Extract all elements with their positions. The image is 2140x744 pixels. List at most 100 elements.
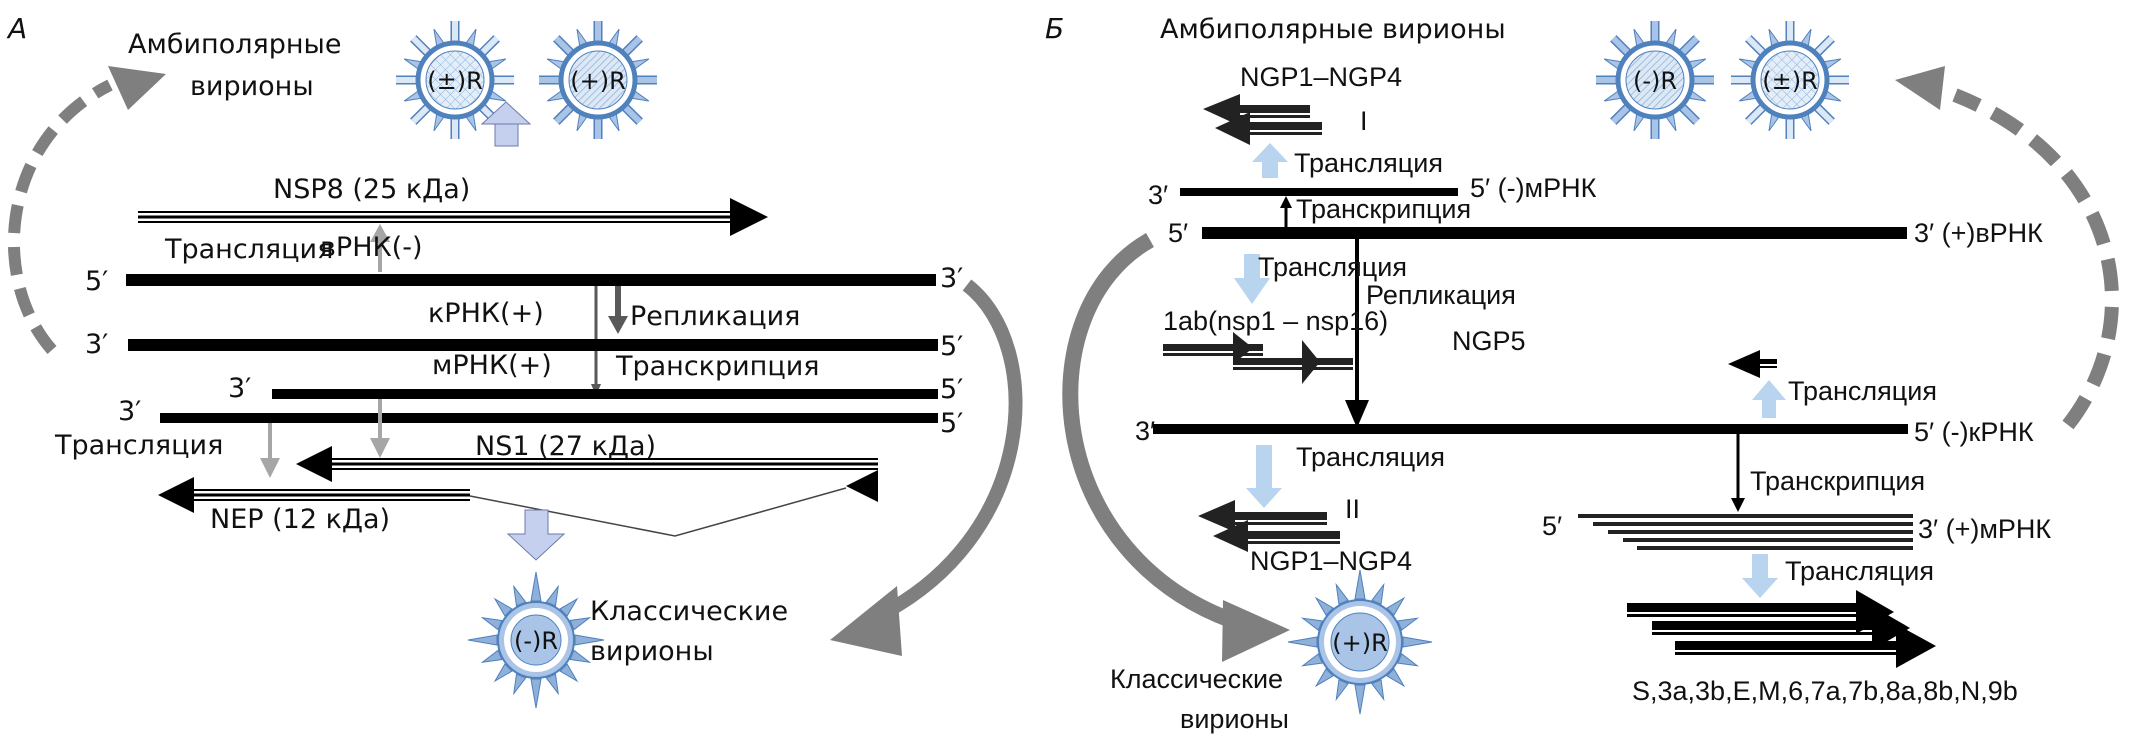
- virion-spike-fill: [1680, 36, 1699, 55]
- roman-one: I: [1360, 106, 1368, 136]
- virion-spike: [530, 571, 542, 602]
- virion-ambipolar-pm: (±)R: [1731, 21, 1849, 139]
- translation-down-arrowhead-1: [260, 458, 280, 478]
- virion-spike: [1287, 636, 1318, 648]
- ngp-bottom-arrows: [1198, 500, 1340, 552]
- panel-a-label: А: [6, 12, 27, 45]
- ngp5-label: NGP5: [1452, 326, 1526, 356]
- virion-spike-fill: [1746, 105, 1765, 124]
- nep-label: NEP (12 кДа): [210, 504, 390, 535]
- mrna1-3prime: 3′: [228, 373, 251, 404]
- ngp-top-label: NGP1–NGP4: [1240, 62, 1402, 92]
- ngp-bottom-label: NGP1–NGP4: [1250, 546, 1412, 576]
- virion-spike: [545, 673, 559, 696]
- translation-down-arrow-mid: [1234, 254, 1270, 304]
- arrow-to-ambipolar: [480, 101, 532, 147]
- virion-label: (±)R: [1762, 67, 1818, 95]
- virion-core: [425, 50, 485, 110]
- virion-spike: [480, 649, 503, 663]
- virion-label: (+)R: [570, 67, 626, 95]
- classic-label-line2: вирионы: [1180, 704, 1289, 734]
- sg-proteins-label: S,3a,3b,E,M,6,7a,7b,8a,8b,N,9b: [1632, 676, 2018, 706]
- translation-down-arrow-bottom: [1246, 445, 1282, 508]
- virion-spike: [559, 663, 579, 683]
- solid-arc-to-classic: [1062, 233, 1248, 633]
- transcription-label: Транскрипция: [615, 351, 820, 382]
- ns1-label: NS1 (27 кДа): [475, 431, 656, 462]
- transcription-label-top: Транскрипция: [1296, 194, 1471, 224]
- virion-label: (+)R: [1332, 629, 1388, 657]
- replication-arrowhead: [608, 316, 628, 334]
- panel-a: А Амбиполярные вирионы (±)R (+)R NSP8 (2…: [6, 12, 1023, 709]
- minus-crna-strand: [1153, 424, 1908, 434]
- mrna2-5prime: 5′: [940, 408, 963, 439]
- plus-mrna-nested-strands: [1578, 514, 1913, 550]
- crna-label: кРНК(+): [428, 298, 544, 329]
- translation-label-top: Трансляция: [1294, 148, 1443, 178]
- crna-strand: [128, 339, 938, 351]
- plus-mrna-label: 3′ (+)мРНК: [1918, 514, 2051, 544]
- translation-label-sg: Трансляция: [1785, 556, 1934, 586]
- plus-vrna-label: 3′ (+)вРНК: [1914, 218, 2043, 248]
- virion-spike: [1402, 636, 1433, 648]
- ns1-protein-arrow: [296, 446, 878, 482]
- translation-label-ngp5: Трансляция: [1788, 376, 1937, 406]
- ngp5-arrow: [1728, 350, 1777, 378]
- crna-5prime: 5′: [940, 331, 963, 362]
- virion-spike: [493, 663, 513, 683]
- virion-spike-fill: [411, 105, 430, 124]
- dashed-arc-arrowhead: [1895, 66, 1945, 110]
- arrow-to-classic: [506, 509, 566, 561]
- transcription-label-bottom: Транскрипция: [1750, 466, 1925, 496]
- virion-spike: [513, 673, 527, 696]
- replication-label: Репликация: [630, 301, 800, 332]
- virion-core: [568, 50, 628, 110]
- virion-label: (-)R: [514, 627, 558, 655]
- panel-b-label: Б: [1045, 12, 1064, 45]
- transcription-up-arrowhead: [1280, 196, 1292, 208]
- dashed-arc-arrowhead: [108, 66, 166, 110]
- crna-3prime: 3′: [85, 329, 108, 360]
- virion-spike-fill: [1611, 105, 1630, 124]
- ambipolar-label-line1: Амбиполярные: [128, 29, 341, 60]
- virion-spike: [530, 678, 542, 709]
- virion-spike-fill: [554, 105, 573, 124]
- classic-label-line1: Классические: [590, 596, 788, 627]
- virion-spike: [513, 584, 527, 607]
- virion-spike-fill: [411, 36, 430, 55]
- translation-label-bottom: Трансляция: [1296, 442, 1445, 472]
- solid-arc-arrowhead: [830, 586, 902, 656]
- mrna2-3prime: 3′: [118, 396, 141, 427]
- virion-spike: [569, 649, 592, 663]
- virion-spike-fill: [1746, 36, 1765, 55]
- virion-core: [510, 614, 562, 666]
- roman-two: II: [1345, 494, 1360, 524]
- virion-spike: [1354, 684, 1366, 715]
- mrna-strand-1: [272, 389, 938, 399]
- virion-spike-fill: [623, 36, 642, 55]
- vrna-strand: [126, 274, 936, 286]
- orf1ab-label: 1ab(nsp1 – nsp16): [1163, 306, 1388, 336]
- virion-spike: [493, 597, 513, 617]
- vrna-3prime: 3′: [940, 263, 963, 294]
- virion-label: (±)R: [427, 67, 483, 95]
- plus-mrna-5prime: 5′: [1542, 511, 1562, 541]
- replication-label: Репликация: [1366, 280, 1516, 310]
- virion-spike: [480, 617, 503, 631]
- virion-spike-fill: [1680, 105, 1699, 124]
- ambipolar-label: Амбиполярные вирионы: [1160, 14, 1506, 45]
- minus-mrna-3prime: 3′: [1148, 180, 1168, 210]
- translation-label-bottom: Трансляция: [54, 430, 223, 461]
- vrna-label: вРНК(-): [320, 232, 422, 263]
- ambipolar-label-line2: вирионы: [190, 71, 314, 102]
- plus-vrna-5prime: 5′: [1168, 218, 1188, 248]
- translation-up-arrow-ngp5: [1752, 380, 1786, 418]
- virion-ambipolar-pm: (±)R: [396, 21, 514, 139]
- dashed-arc-to-ambipolar: [1952, 88, 2119, 430]
- translation-label-top: Трансляция: [164, 234, 333, 265]
- minus-crna-label: 5′ (-)кРНК: [1914, 417, 2034, 447]
- virion-core: [1330, 612, 1390, 672]
- virion-spike: [545, 584, 559, 607]
- nep-protein-arrow: [158, 477, 470, 513]
